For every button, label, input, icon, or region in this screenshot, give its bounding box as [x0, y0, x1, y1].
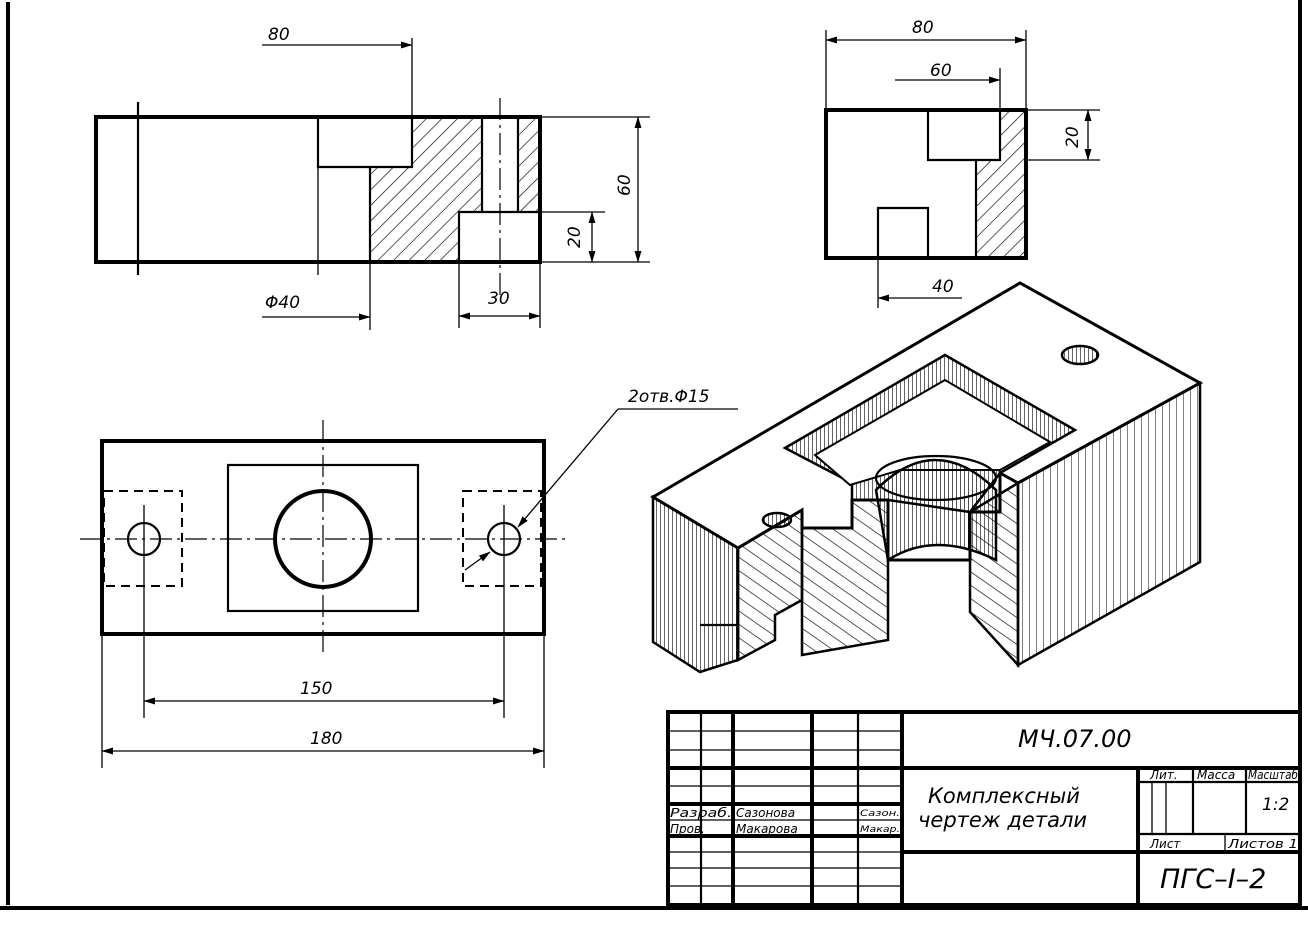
tb-sign-developer: Сазон. [860, 809, 900, 819]
tb-col-mass: Масса [1197, 768, 1235, 782]
top-dim-centers: 150 [300, 679, 332, 699]
tb-sign-checker: Макар. [860, 825, 900, 835]
side-view [824, 30, 1100, 308]
front-view [94, 38, 650, 330]
tb-scale-value: 1:2 [1262, 795, 1289, 815]
side-dim-bottom: 40 [932, 277, 954, 297]
tb-name-checker: Макарова [736, 822, 798, 836]
front-dim-width: 30 [488, 289, 510, 309]
tb-col-scale: Масштаб [1248, 768, 1299, 782]
tb-title-line1: Комплексный [928, 784, 1080, 808]
isometric-view [650, 281, 1204, 674]
tb-role-developer: Разраб. [670, 806, 732, 820]
tb-title-line2: чертеж детали [918, 808, 1087, 832]
tb-name-developer: Сазонова [736, 806, 795, 820]
tb-role-checker: Пров. [670, 822, 705, 836]
top-dim-length: 180 [310, 729, 342, 749]
tb-sheets-label: Листов 1 [1227, 837, 1298, 851]
tb-col-lit: Лит. [1149, 768, 1178, 782]
front-dim-height: 60 [615, 174, 635, 196]
tb-designation: МЧ.07.00 [1018, 725, 1132, 753]
front-dim-step: 20 [565, 226, 585, 248]
side-dim-total: 80 [912, 18, 934, 38]
title-block [666, 710, 1302, 907]
side-dim-height: 20 [1063, 126, 1083, 148]
tb-group: ПГС–I–2 [1160, 864, 1266, 895]
holes-note: 2отв.Φ15 [628, 387, 710, 407]
tb-sheet-label: Лист [1149, 837, 1181, 851]
front-dim-top: 80 [268, 25, 290, 45]
front-dim-bore: Φ40 [265, 293, 300, 313]
side-dim-inner: 60 [930, 61, 952, 81]
top-view [80, 408, 738, 768]
